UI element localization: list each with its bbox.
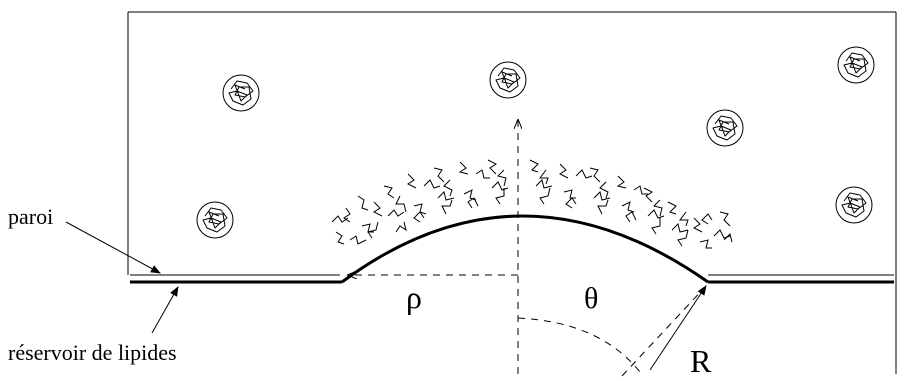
theta-arc bbox=[517, 317, 641, 373]
polymer-coil-icon bbox=[837, 46, 875, 84]
polymer-coils bbox=[196, 46, 875, 239]
frame bbox=[127, 11, 897, 374]
polymer-coil-icon bbox=[196, 201, 234, 239]
reservoir-label: réservoir de lipides bbox=[8, 340, 177, 365]
polymer-coil-icon bbox=[222, 74, 260, 112]
polymer-coil-icon bbox=[706, 109, 744, 147]
theta-label: θ bbox=[584, 282, 598, 315]
paroi-wall bbox=[130, 274, 894, 284]
polymer-coil-icon bbox=[489, 61, 527, 99]
radius-arrow bbox=[649, 285, 707, 371]
membrane-arc bbox=[341, 214, 709, 284]
paroi-arrow bbox=[65, 221, 161, 274]
construction-lines bbox=[348, 120, 707, 377]
rho-label: ρ bbox=[406, 279, 422, 315]
polymer-coil-icon bbox=[835, 186, 873, 224]
reservoir-arrow bbox=[151, 286, 179, 334]
paroi-label: paroi bbox=[8, 204, 53, 229]
polymer-brush bbox=[331, 159, 733, 249]
radius-label: R bbox=[690, 343, 712, 379]
